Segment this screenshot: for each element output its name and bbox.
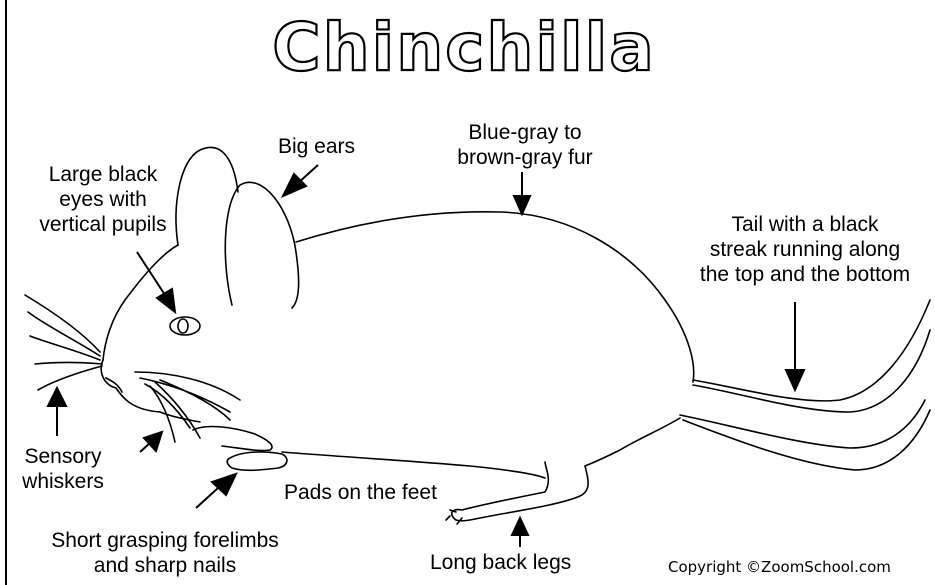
arrow-back-legs bbox=[512, 518, 528, 547]
label-whiskers-line-1: Sensory bbox=[8, 444, 118, 469]
forelimb bbox=[193, 427, 272, 451]
label-forelimbs: Short grasping forelimbs and sharp nails bbox=[20, 528, 310, 578]
label-tail-line-1: Tail with a black bbox=[680, 212, 930, 237]
label-fur-line-2: brown-gray fur bbox=[440, 145, 610, 170]
page-title: Chinchilla bbox=[264, 6, 664, 86]
arrow-pads bbox=[140, 432, 162, 452]
whiskers-right bbox=[135, 372, 240, 442]
whiskers-left bbox=[25, 295, 102, 390]
label-tail-line-2: streak running along bbox=[680, 237, 930, 262]
label-forelimbs-line-2: and sharp nails bbox=[20, 553, 310, 578]
label-fur: Blue-gray to brown-gray fur bbox=[440, 120, 610, 170]
label-eyes: Large black eyes with vertical pupils bbox=[18, 162, 188, 237]
page-title-text: Chinchilla bbox=[272, 9, 656, 86]
front-ear bbox=[225, 182, 298, 308]
arrow-forelimbs bbox=[196, 474, 236, 508]
arrow-big-ears bbox=[283, 165, 318, 196]
hind-foot bbox=[452, 462, 549, 520]
label-tail-line-3: the top and the bottom bbox=[680, 262, 930, 287]
label-eyes-line-1: Large black bbox=[18, 162, 188, 187]
label-back-legs: Long back legs bbox=[430, 550, 571, 575]
arrow-whiskers bbox=[48, 388, 66, 436]
label-big-ears: Big ears bbox=[278, 134, 355, 159]
label-forelimbs-line-1: Short grasping forelimbs bbox=[20, 528, 310, 553]
back-line bbox=[296, 212, 694, 382]
belly bbox=[282, 452, 545, 478]
label-whiskers-line-2: whiskers bbox=[8, 469, 118, 494]
forepaw bbox=[227, 452, 287, 470]
label-tail: Tail with a black streak running along t… bbox=[680, 212, 930, 287]
arrow-fur bbox=[514, 172, 530, 214]
tail-top bbox=[693, 300, 930, 401]
label-eyes-line-3: vertical pupils bbox=[18, 212, 188, 237]
arrow-eyes bbox=[137, 252, 175, 312]
label-fur-line-1: Blue-gray to bbox=[440, 120, 610, 145]
eye-pupil bbox=[178, 319, 188, 333]
hind-toes bbox=[446, 510, 462, 524]
copyright: Copyright ©ZoomSchool.com bbox=[668, 558, 891, 576]
arrow-tail bbox=[786, 302, 804, 390]
label-whiskers: Sensory whiskers bbox=[8, 444, 118, 494]
label-pads: Pads on the feet bbox=[284, 480, 437, 505]
tail-bottom bbox=[683, 410, 930, 470]
hind-leg bbox=[456, 418, 680, 521]
label-eyes-line-2: eyes with bbox=[18, 187, 188, 212]
snout bbox=[101, 360, 160, 412]
